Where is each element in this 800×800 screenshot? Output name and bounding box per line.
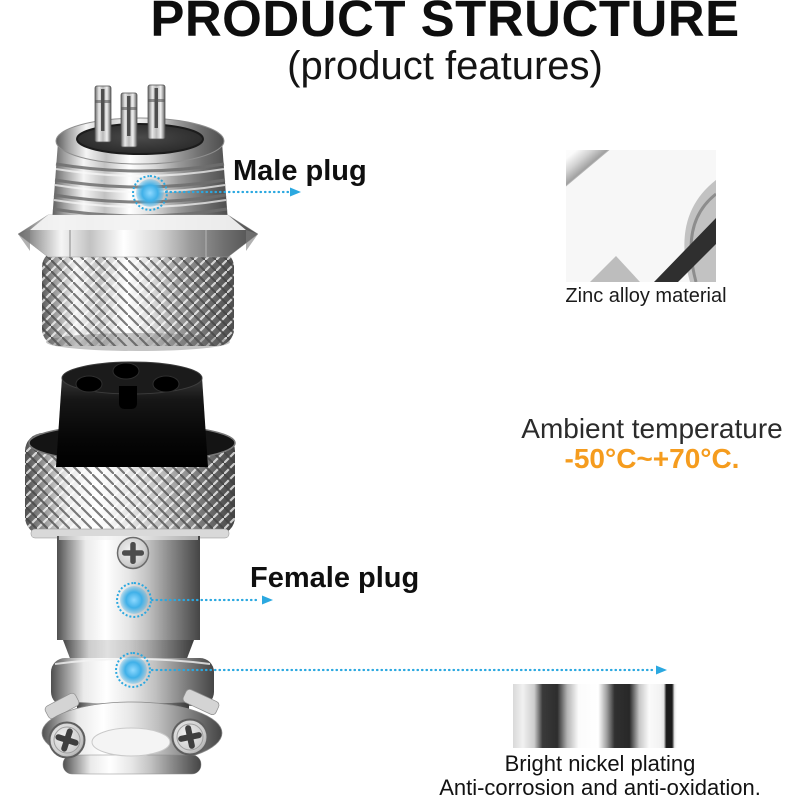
page-subtitle: (product features) <box>287 44 603 88</box>
male-plug-label: Male plug <box>233 155 367 187</box>
male-plug-photo <box>18 84 258 351</box>
female-highlight-dot <box>116 582 152 618</box>
nickel-plating-caption-line2: Anti-corrosion and anti-oxidation. <box>439 774 761 800</box>
header: PRODUCT STRUCTURE (product features) <box>88 0 800 88</box>
male-highlight-dot <box>132 175 168 211</box>
page-title: PRODUCT STRUCTURE <box>150 0 740 47</box>
male-plug-knurl <box>42 250 234 351</box>
callout-arrow-icon <box>290 187 301 197</box>
ambient-temperature-block: Ambient temperature -50°C~+70°C. <box>505 413 799 474</box>
nickel-plating-photo <box>513 684 677 748</box>
zinc-bar-front <box>566 150 676 231</box>
female-plug-insert <box>56 361 208 467</box>
zinc-alloy-photo <box>566 150 716 282</box>
male-plug-hex-nut <box>18 214 258 258</box>
nickel-plating-caption-line1: Bright nickel plating <box>504 751 696 776</box>
female-plug-label: Female plug <box>250 562 420 594</box>
ambient-temperature-value: -50°C~+70°C. <box>564 443 740 474</box>
zinc-alloy-caption: Zinc alloy material <box>565 285 727 307</box>
nickel-highlight-dot <box>115 652 151 688</box>
male-plug-pins <box>94 84 166 148</box>
female-plug-screw <box>116 536 150 570</box>
nickel-plating-caption: Bright nickel plating Anti-corrosion and… <box>428 752 772 799</box>
ambient-temperature-label: Ambient temperature <box>521 413 783 444</box>
callout-arrow-icon <box>262 595 273 605</box>
female-plug-clamp <box>41 688 223 775</box>
female-plug-photo <box>25 361 236 775</box>
callout-arrow-icon <box>656 665 667 675</box>
